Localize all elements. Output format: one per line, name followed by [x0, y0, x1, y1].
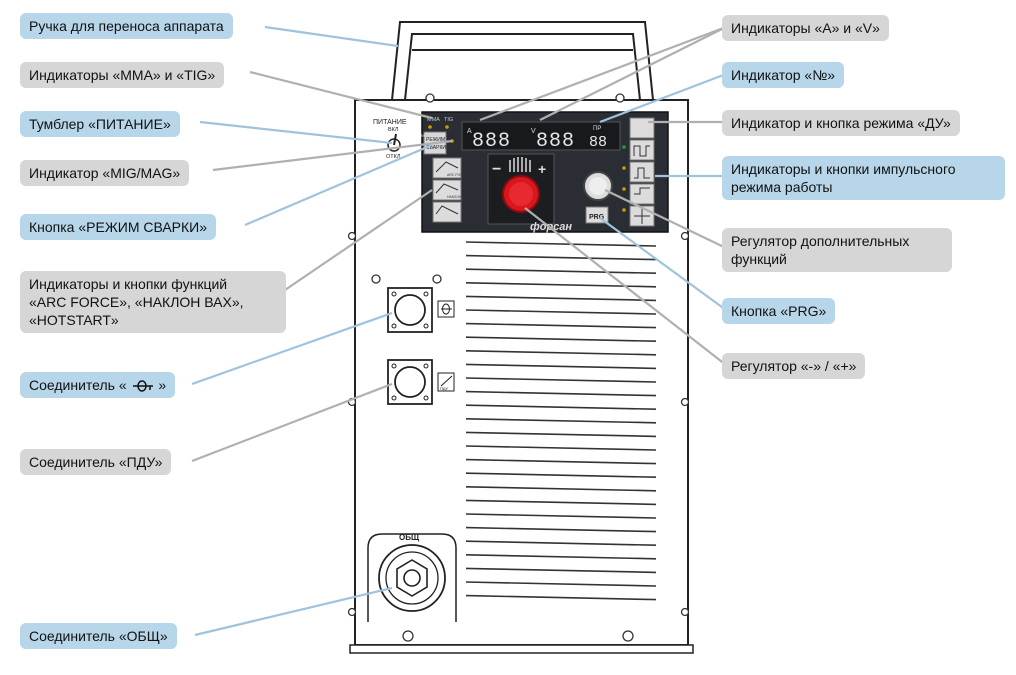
amp-display: 888	[472, 130, 511, 153]
louvre-slat	[465, 309, 657, 315]
callout-pulse-line1: Индикаторы и кнопки импульсного	[731, 161, 956, 177]
arc-force-text: ARC FORCE	[447, 173, 468, 177]
louvre-slat	[465, 254, 657, 261]
slope-text: НАКЛОН ВАХ	[447, 195, 470, 199]
louvre-slat	[465, 241, 657, 247]
louvre-slat	[465, 350, 657, 356]
callout-handle: Ручка для переноса аппарата	[20, 13, 233, 39]
pdu-label: ПДУ	[440, 386, 449, 391]
callout-common-connector: Соединитель «ОБЩ»	[20, 623, 177, 649]
callout-pulse-mode: Индикаторы и кнопки импульсного режима р…	[722, 156, 1005, 200]
louvre-slat	[465, 472, 657, 478]
mma-indicator-label: MMA	[427, 117, 440, 123]
louvre-slat	[465, 322, 657, 329]
volt-letter: V	[531, 128, 536, 135]
callout-torch-post: »	[158, 377, 167, 393]
louvre-slat	[465, 486, 657, 492]
callout-torch-pre: Соединитель «	[29, 377, 127, 393]
callout-weld-mode: Кнопка «РЕЖИМ СВАРКИ»	[20, 214, 217, 240]
torch-symbol-icon	[132, 380, 153, 393]
callout-functions-line3: «HOTSTART»	[29, 312, 119, 328]
tig-indicator-label: TIG	[444, 117, 453, 123]
leader-lines	[191, 25, 727, 637]
callout-torch-connector: Соединитель « »	[20, 372, 176, 398]
louvre-slat	[465, 268, 657, 274]
amp-letter: A	[467, 128, 472, 135]
louvre-slat	[465, 458, 657, 465]
louvre-slat	[465, 418, 657, 424]
pdu-connector: ПДУ	[387, 359, 455, 405]
callout-regulator: Регулятор «-» / «+»	[722, 353, 866, 379]
brand-name: форсан	[530, 221, 572, 233]
pr-display: 88	[589, 134, 607, 151]
extra-functions-knob[interactable]	[583, 171, 613, 201]
mma-led	[428, 125, 432, 129]
callout-pulse-line2: режима работы	[731, 179, 833, 195]
svg-text:PRG: PRG	[589, 214, 605, 221]
louvre-slat	[465, 554, 657, 560]
callout-number: Индикатор «№»	[722, 62, 845, 88]
louvre-slat	[465, 363, 657, 370]
plus-sign: +	[538, 161, 546, 177]
pulse-led-1	[622, 166, 626, 170]
louvre-slat	[465, 377, 657, 383]
callout-mig-mag: Индикатор «MIG/MAG»	[20, 160, 190, 186]
callout-a-v: Индикаторы «А» и «V»	[722, 15, 889, 41]
tig-led	[445, 125, 449, 129]
louvre-slat	[465, 431, 657, 438]
louvre-slat	[465, 540, 657, 546]
louvre-slat	[465, 445, 657, 451]
regulator-knob[interactable]: − +	[487, 153, 555, 225]
louvre-slat	[465, 404, 657, 410]
pulse-led-2	[622, 187, 626, 191]
mig-indicator-label: MIG	[421, 133, 430, 138]
svg-text:СВАРКИ: СВАРКИ	[426, 145, 446, 151]
common-connector: ОБЩ	[367, 533, 457, 622]
du-led	[622, 145, 626, 149]
svg-text:РЕЖИМ: РЕЖИМ	[426, 137, 445, 143]
minus-sign: −	[492, 161, 501, 178]
callout-functions-line2: «ARC FORCE», «НАКЛОН ВАХ»,	[29, 294, 244, 310]
callout-functions-line1: Индикаторы и кнопки функций	[29, 276, 228, 292]
carry-handle	[391, 21, 654, 101]
power-on-label: ВКЛ	[388, 127, 399, 133]
callout-functions: Индикаторы и кнопки функций «ARC FORCE»,…	[20, 271, 286, 333]
callout-extra-functions: Регулятор дополнительных функций	[722, 228, 952, 272]
louvre-slat	[465, 499, 657, 506]
louvre-slat	[465, 513, 657, 519]
pr-label: ПР	[593, 126, 601, 132]
louvre-slat	[465, 336, 657, 342]
common-label: ОБЩ	[399, 533, 420, 542]
callout-power-toggle: Тумблер «ПИТАНИЕ»	[20, 111, 180, 137]
callout-extra-line2: функций	[731, 251, 787, 267]
control-panel: A V 888 888 ПР 88 MMA TIG РЕЖИМ СВАРКИ M…	[421, 111, 669, 233]
louvre-slat	[465, 581, 657, 587]
louvre-slat	[465, 390, 657, 397]
callout-extra-line1: Регулятор дополнительных	[731, 233, 910, 249]
pulse-mode-buttons[interactable]	[629, 117, 655, 227]
callout-pdu-connector: Соединитель «ПДУ»	[20, 449, 172, 475]
torch-connector	[371, 274, 455, 333]
louvre-slat	[465, 526, 657, 533]
pulse-led-3	[622, 208, 626, 212]
power-off-label: ОТКЛ	[386, 154, 401, 160]
louvre-slat	[465, 594, 657, 601]
power-title: ПИТАНИЕ	[373, 119, 407, 126]
louvre-slat	[465, 567, 657, 574]
function-buttons[interactable]: ARC FORCE НАКЛОН ВАХ	[432, 157, 470, 223]
louvre-slat	[465, 295, 657, 302]
callout-prg: Кнопка «PRG»	[722, 298, 836, 324]
callout-du-mode: Индикатор и кнопка режима «ДУ»	[722, 110, 960, 136]
volt-display: 888	[536, 130, 575, 153]
callout-mma-tig: Индикаторы «MMA» и «TIG»	[20, 62, 225, 88]
